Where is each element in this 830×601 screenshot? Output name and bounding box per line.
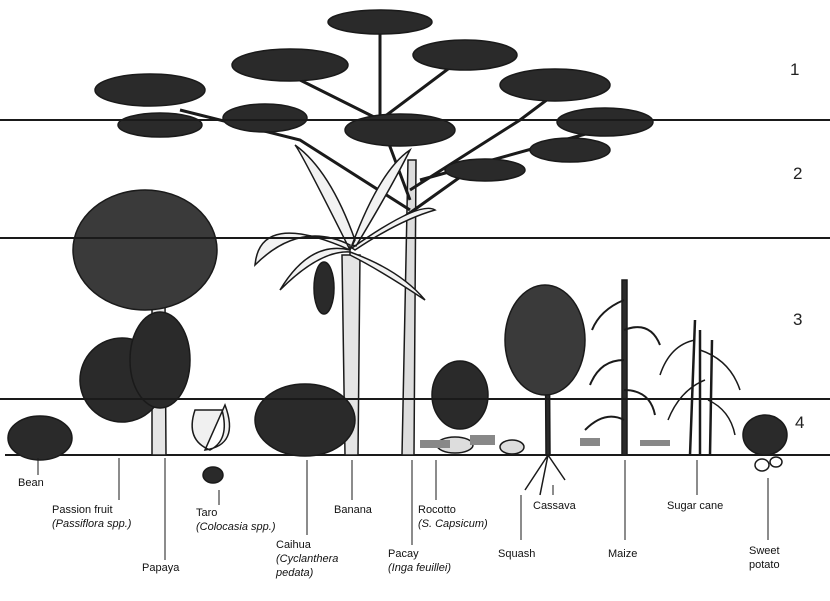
canopy-cluster <box>95 74 205 106</box>
label-passion-fruit: Passion fruit (Passiflora spp.) <box>52 503 131 531</box>
label-passion-fruit-scientific: (Passiflora spp.) <box>52 517 131 531</box>
stratum-divider-1 <box>0 119 830 121</box>
label-caihua: Caihua (Cyclanthera pedata) <box>276 538 338 580</box>
rocotto-bush <box>432 361 488 429</box>
sweet-potato-tuber <box>770 457 782 467</box>
bean-plant <box>8 416 72 460</box>
stratum-number-3: 3 <box>793 310 802 330</box>
pacay-trunk <box>402 160 416 455</box>
label-sweet-potato-1: Sweet <box>749 544 780 558</box>
taro-plant <box>192 405 229 450</box>
stratum-number-2: 2 <box>793 164 802 184</box>
label-caihua-common: Caihua <box>276 538 338 552</box>
label-cassava: Cassava <box>533 499 576 513</box>
banana-bunch <box>314 262 334 314</box>
canopy-cluster <box>118 113 202 137</box>
label-pacay: Pacay (Inga feuillei) <box>388 547 451 575</box>
label-passion-fruit-common: Passion fruit <box>52 503 131 517</box>
taro-corm <box>203 467 223 483</box>
stratum-divider-3 <box>0 398 830 400</box>
label-pacay-scientific: (Inga feuillei) <box>388 561 451 575</box>
label-sweet-potato: Sweet potato <box>749 544 780 572</box>
canopy-cluster <box>557 108 653 136</box>
stratum-number-4: 4 <box>795 413 804 433</box>
label-squash: Squash <box>498 547 535 561</box>
squash-fruit <box>500 440 524 454</box>
label-pacay-common: Pacay <box>388 547 451 561</box>
label-rocotto-scientific: (S. Capsicum) <box>418 517 488 531</box>
papaya-crown <box>73 190 217 310</box>
cassava-roots <box>525 455 565 495</box>
label-rocotto: Rocotto (S. Capsicum) <box>418 503 488 531</box>
maize-stalk <box>622 280 627 455</box>
label-maize: Maize <box>608 547 637 561</box>
stratum-number-1: 1 <box>790 60 799 80</box>
label-rocotto-common: Rocotto <box>418 503 488 517</box>
label-taro-scientific: (Colocasia spp.) <box>196 520 275 534</box>
passion-fruit-bush <box>130 312 190 408</box>
label-taro-common: Taro <box>196 506 275 520</box>
label-taro: Taro (Colocasia spp.) <box>196 506 275 534</box>
sweet-potato-tuber <box>755 459 769 471</box>
label-bean: Bean <box>18 476 44 490</box>
label-caihua-scientific-2: pedata) <box>276 566 338 580</box>
label-sweet-potato-2: potato <box>749 558 780 572</box>
sweet-potato-plant <box>743 415 787 455</box>
canopy-cluster <box>530 138 610 162</box>
canopy-cluster <box>223 104 307 132</box>
caihua-bush <box>255 384 355 456</box>
canopy-cluster <box>328 10 432 34</box>
label-papaya: Papaya <box>142 561 179 575</box>
label-leader-lines <box>38 458 768 560</box>
label-banana: Banana <box>334 503 372 517</box>
canopy-cluster <box>445 159 525 181</box>
label-sugar-cane: Sugar cane <box>667 499 723 513</box>
cassava-foliage <box>505 285 585 395</box>
canopy-cluster <box>232 49 348 81</box>
canopy-cluster <box>500 69 610 101</box>
stratum-divider-2 <box>0 237 830 239</box>
label-caihua-scientific-1: (Cyclanthera <box>276 552 338 566</box>
canopy-cluster <box>413 40 517 70</box>
